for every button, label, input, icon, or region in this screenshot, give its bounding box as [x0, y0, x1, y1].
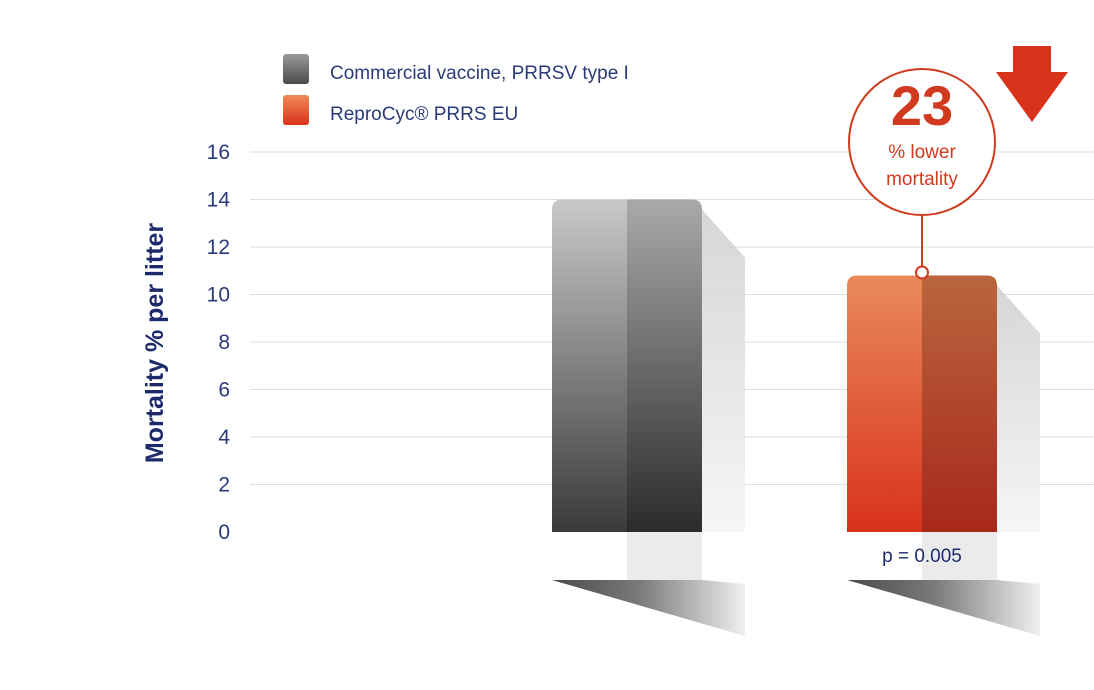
callout-number: 23: [891, 74, 953, 137]
legend-label-commercial: Commercial vaccine, PRRSV type I: [330, 63, 629, 84]
bar-reprocyc: [847, 275, 1040, 636]
y-tick-label-0: 0: [218, 521, 230, 544]
bar-commercial-vaccine: [552, 199, 745, 636]
bar-reprocyc-reflection: [922, 532, 997, 580]
bar-reprocyc-shadow: [997, 285, 1040, 532]
callout-line1: % lower: [888, 142, 956, 163]
callout-line2: mortality: [886, 169, 958, 190]
bar-commercial-vaccine-side: [627, 199, 702, 532]
bar-commercial-vaccine-shadow: [702, 209, 745, 532]
y-tick-label-10: 10: [207, 284, 230, 307]
legend: Commercial vaccine, PRRSV type I ReproCy…: [283, 54, 629, 125]
y-tick-label-8: 8: [218, 331, 230, 354]
legend-swatch-reprocyc: [283, 95, 309, 125]
bar-commercial-vaccine-reflection: [627, 532, 702, 580]
y-tick-label-2: 2: [218, 474, 230, 497]
p-value-label: p = 0.005: [882, 546, 962, 567]
bar-reprocyc-side: [922, 275, 997, 532]
y-tick-label-4: 4: [218, 426, 230, 449]
y-tick-label-16: 16: [207, 141, 230, 164]
bar-reprocyc-front: [847, 275, 922, 532]
y-tick-label-6: 6: [218, 379, 230, 402]
y-tick-labels: 0 2 4 6 8 10 12 14 16: [207, 141, 231, 544]
bar-reprocyc-floor: [847, 580, 1040, 636]
y-tick-label-12: 12: [207, 236, 230, 259]
legend-swatch-commercial: [283, 54, 309, 84]
y-axis-label: Mortality % per litter: [141, 223, 169, 464]
callout-circle: [848, 68, 996, 216]
y-tick-label-14: 14: [207, 189, 231, 212]
bar-commercial-vaccine-front: [552, 199, 627, 532]
legend-label-reprocyc: ReproCyc® PRRS EU: [330, 104, 518, 125]
bars: [552, 199, 1040, 636]
down-arrow-icon: [996, 46, 1068, 122]
callout-dot: [915, 265, 929, 280]
bar-commercial-vaccine-floor: [552, 580, 745, 636]
callout: 23 % lower mortality: [848, 68, 996, 280]
